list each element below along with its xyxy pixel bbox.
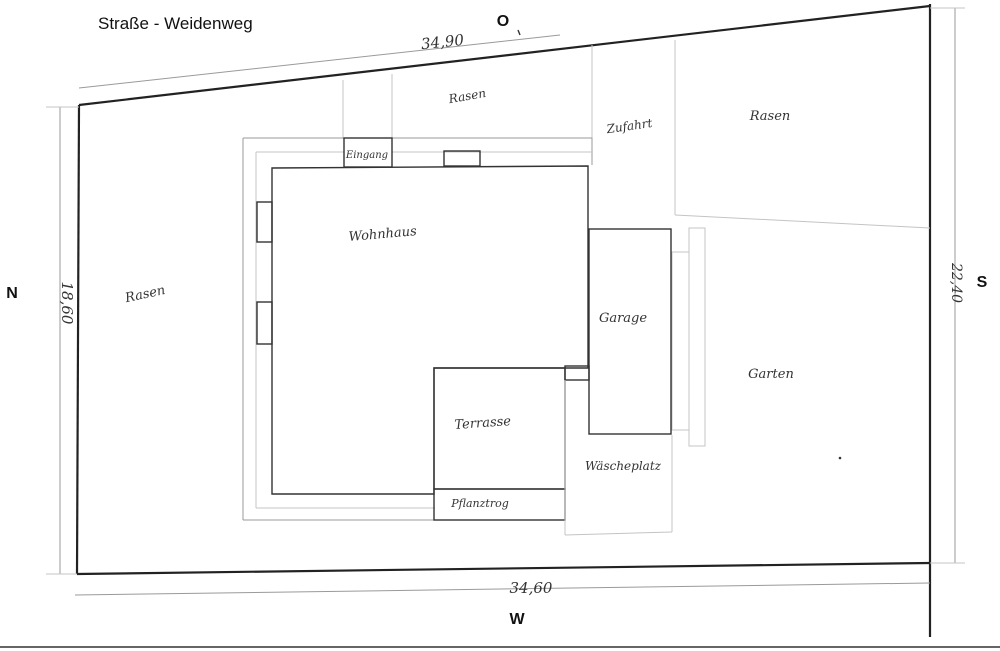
garage-offset-1 [671,251,690,431]
dimension-right: 22,40 [948,262,964,303]
house-bay-top [443,150,481,167]
label-rasen-left: Rasen [123,283,167,306]
label-pflanztrog: Pflanztrog [450,497,509,510]
label-terrasse: Terrasse [454,414,512,433]
label-waescheplatz: Wäscheplatz [585,459,662,473]
label-eingang: Eingang [345,150,388,161]
boundary-north [75,104,81,575]
marks [517,29,842,460]
label-zufahrt: Zufahrt [605,116,654,136]
garage-link [564,365,590,381]
street-label: Straße - Weidenweg [98,14,253,33]
dimension-left: 18,60 [58,282,76,325]
pencil-mark [517,29,521,36]
dimension-top: 34,90 [420,31,465,53]
garage-outline [588,228,672,435]
house-bay-left-2 [256,301,273,345]
boundary-east [78,4,931,107]
entrance-box [343,137,393,168]
zone-dividers [342,40,931,536]
dim-line-top [78,34,561,89]
dimension-lines [46,7,965,596]
label-garten: Garten [748,367,794,382]
divider-waescheplatz-bottom [564,531,673,536]
compass-north: N [6,285,18,302]
garden-dot [838,456,842,460]
divider-rasen-garten [674,214,931,229]
label-rasen-top: Rasen [447,86,487,106]
compass-south: S [977,274,988,291]
boundary-west [76,561,931,576]
compass-east: O [497,13,509,30]
compass-west: W [509,611,525,628]
label-rasen-right: Rasen [749,109,791,124]
structures [256,137,672,535]
plot-boundary [0,4,1000,648]
house-bay-left-1 [256,201,273,243]
label-garage: Garage [599,311,647,326]
dim-line-bottom [74,582,931,596]
house-outline [271,165,589,495]
garage-offset-2 [688,227,706,447]
dimension-bottom: 34,60 [510,579,553,597]
label-wohnhaus: Wohnhaus [348,224,418,245]
